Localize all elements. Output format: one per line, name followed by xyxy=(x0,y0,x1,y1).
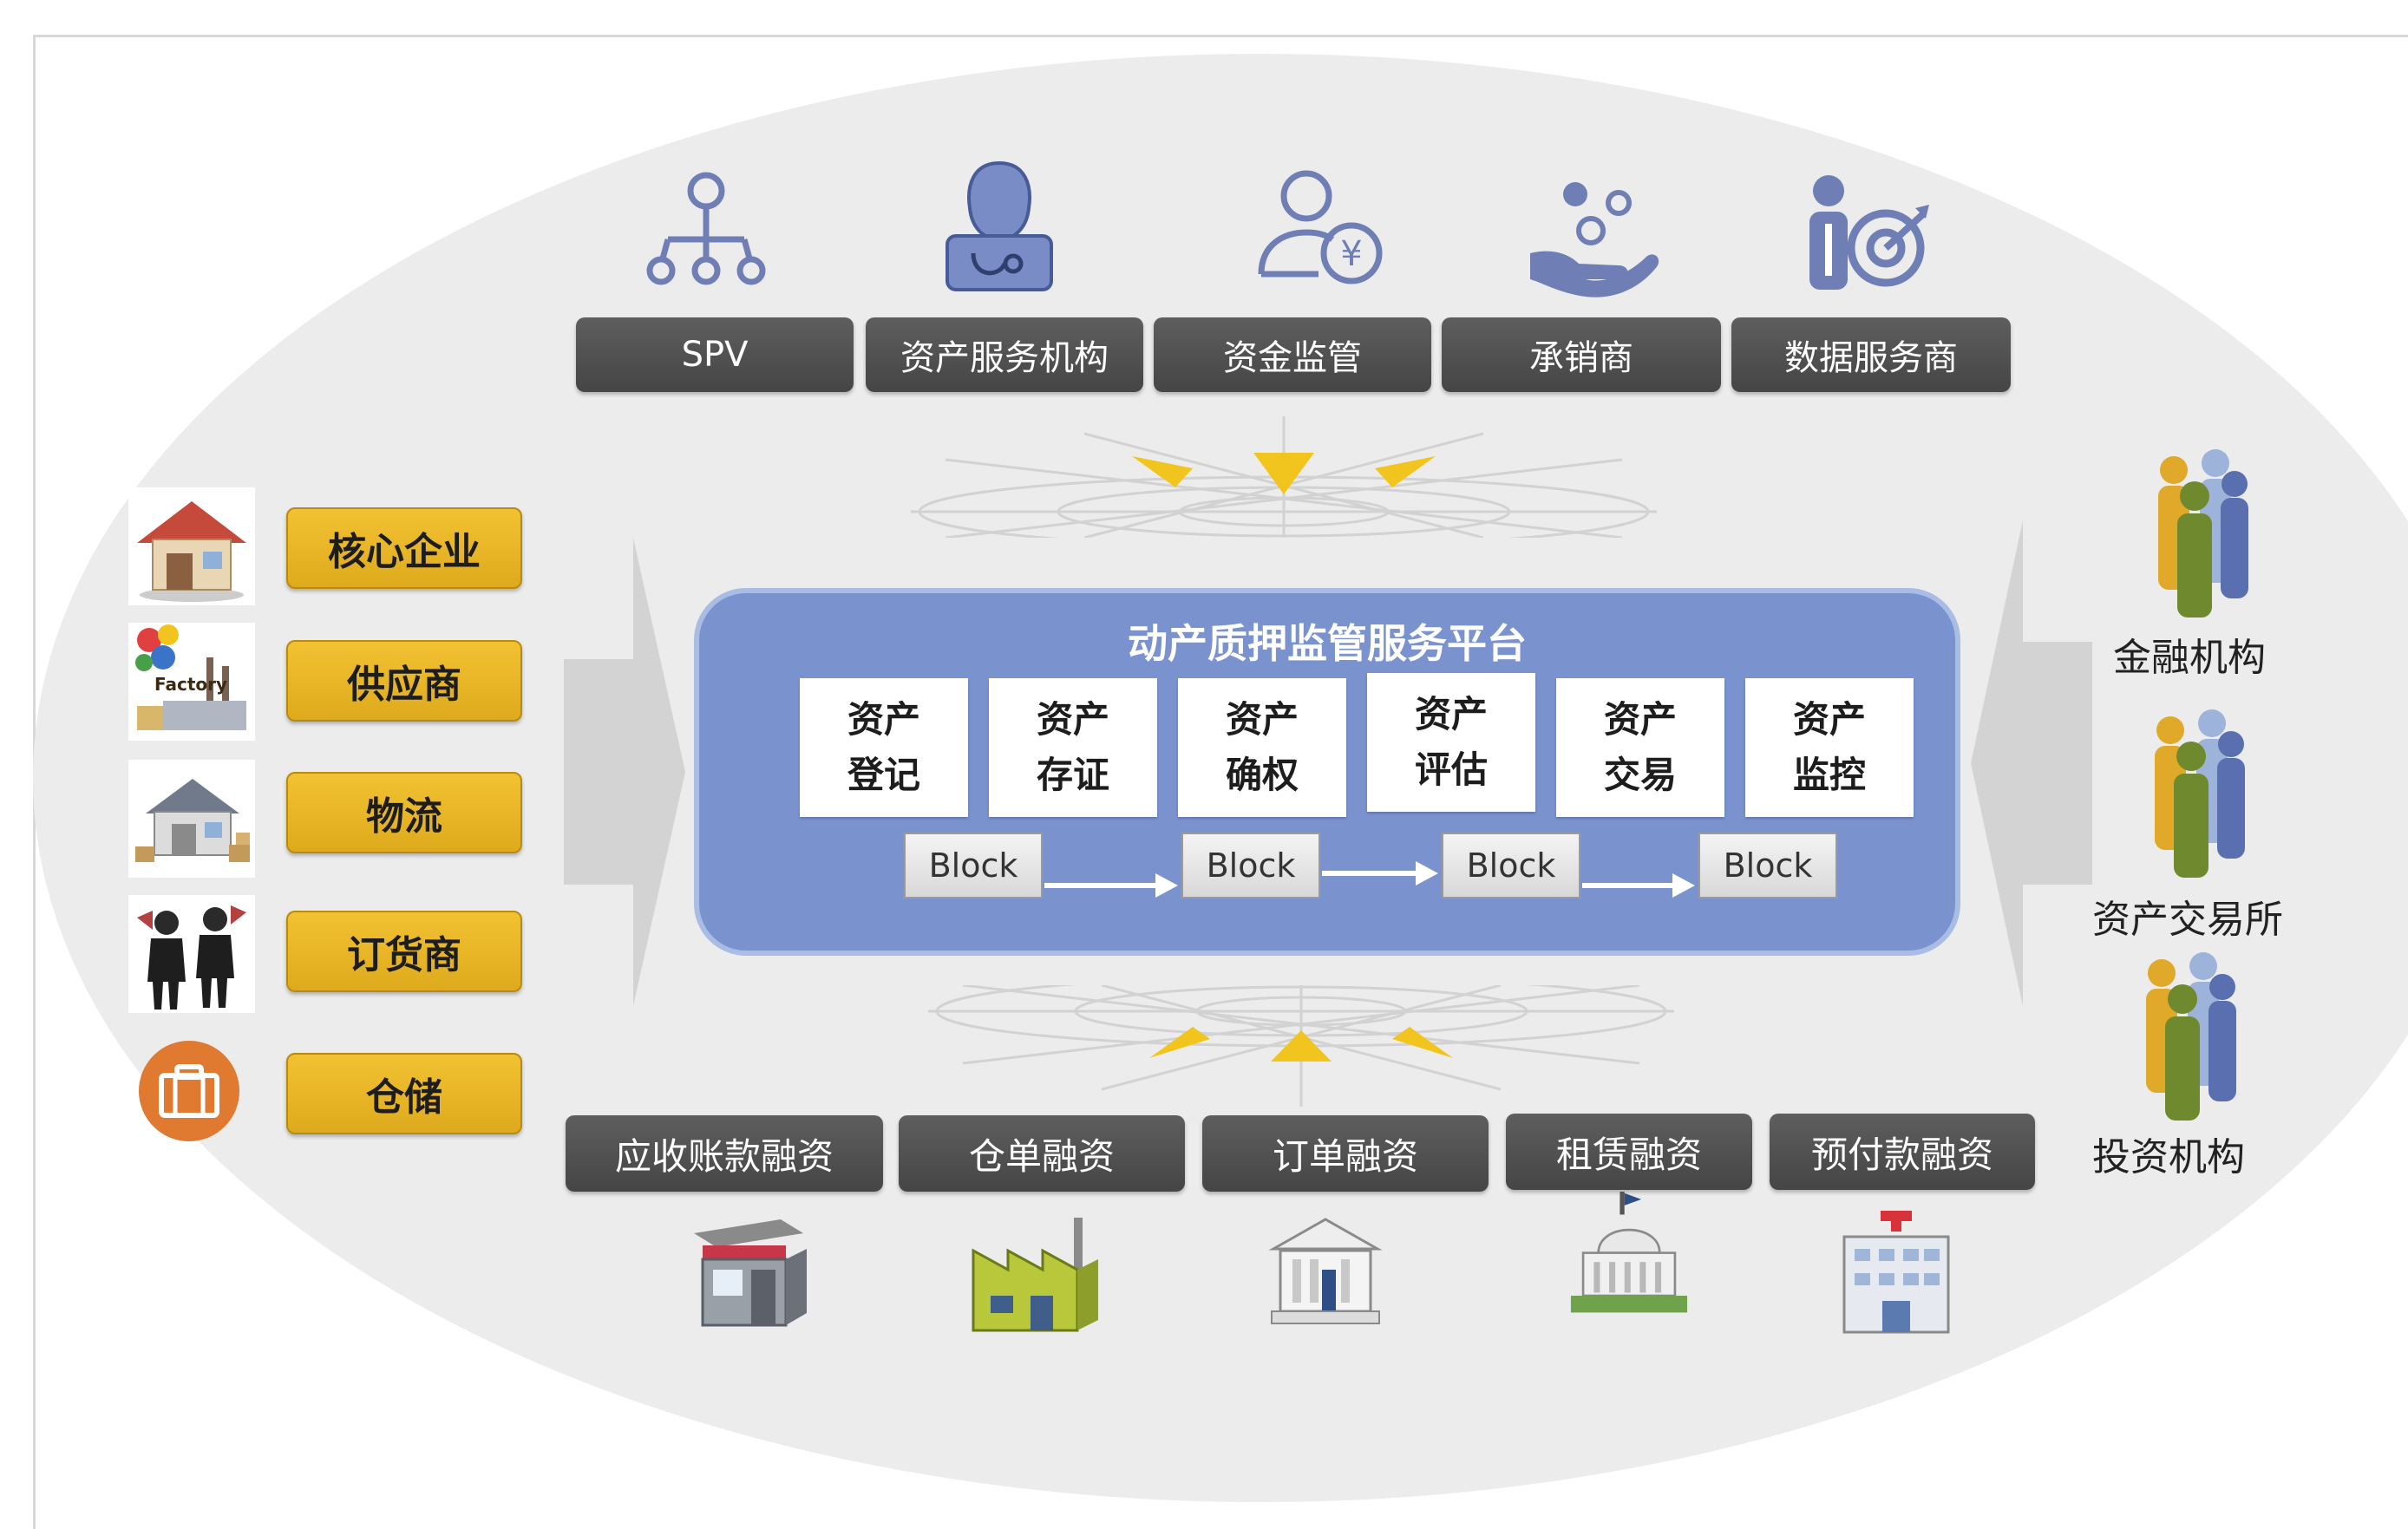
people-group-icon xyxy=(2146,952,2236,1121)
house-icon xyxy=(128,487,255,605)
asset-step-line1: 资产 xyxy=(1225,698,1299,741)
top-radar-icon xyxy=(911,416,1657,538)
person-target-icon xyxy=(1809,175,1929,290)
block-2[interactable]: Block xyxy=(1181,833,1320,898)
bank-icon xyxy=(1268,1218,1383,1324)
hospital-icon xyxy=(1842,1211,1950,1334)
asset-step-line1: 资产 xyxy=(1036,698,1109,741)
svg-text:¥: ¥ xyxy=(1340,234,1362,274)
svg-text:Factory: Factory xyxy=(154,674,227,695)
asset-step-certification[interactable]: 资产存证 xyxy=(989,678,1157,817)
top-button-fund-supervision[interactable]: 资金监管 xyxy=(1154,317,1431,392)
right-big-arrow-icon xyxy=(1971,520,2092,1006)
left-button-orderer[interactable]: 订货商 xyxy=(286,911,522,992)
asset-step-registration[interactable]: 资产登记 xyxy=(800,678,968,817)
left-button-core-enterprise[interactable]: 核心企业 xyxy=(286,507,522,589)
asset-step-line2: 登记 xyxy=(847,754,920,796)
right-label-financial-institution[interactable]: 金融机构 xyxy=(2113,636,2266,680)
block-3[interactable]: Block xyxy=(1442,833,1580,898)
left-big-arrow-icon xyxy=(564,538,685,1006)
asset-step-line2: 交易 xyxy=(1603,754,1677,796)
left-button-supplier[interactable]: 供应商 xyxy=(286,640,522,722)
businessmen-icon xyxy=(128,895,255,1013)
briefcase-icon xyxy=(139,1041,239,1141)
platform-panel: 动产质押监管服务平台 资产登记 资产存证 资产确权 资产评估 资产交易 资产监控… xyxy=(694,588,1960,956)
left-button-warehousing[interactable]: 仓储 xyxy=(286,1053,522,1134)
person-yuan-icon: ¥ xyxy=(1258,170,1383,284)
block-4[interactable]: Block xyxy=(1698,833,1837,898)
asset-step-trading[interactable]: 资产交易 xyxy=(1556,678,1724,817)
top-button-spv[interactable]: SPV xyxy=(576,317,854,392)
asset-step-line2: 存证 xyxy=(1036,754,1109,796)
warehouse-icon xyxy=(128,760,255,878)
asset-step-evaluation[interactable]: 资产评估 xyxy=(1367,673,1535,812)
hand-coins-icon xyxy=(1530,182,1659,297)
asset-step-monitoring[interactable]: 资产监控 xyxy=(1745,678,1914,817)
bottom-button-receivables-financing[interactable]: 应收账款融资 xyxy=(566,1115,883,1192)
asset-step-line2: 评估 xyxy=(1414,748,1488,791)
block-1[interactable]: Block xyxy=(904,833,1043,898)
block-arrow-head-icon xyxy=(1672,873,1695,898)
org-tree-icon xyxy=(646,172,766,285)
capitol-icon xyxy=(1570,1192,1688,1313)
bottom-button-prepayment-financing[interactable]: 预付款融资 xyxy=(1770,1114,2035,1190)
service-person-icon xyxy=(946,160,1053,291)
asset-step-line2: 监控 xyxy=(1792,754,1866,796)
asset-step-line1: 资产 xyxy=(1414,693,1488,735)
left-button-logistics[interactable]: 物流 xyxy=(286,772,522,853)
people-group-icon xyxy=(2158,449,2248,617)
top-button-asset-service[interactable]: 资产服务机构 xyxy=(866,317,1143,392)
factory-icon: Factory xyxy=(128,623,255,741)
asset-step-rights-confirmation[interactable]: 资产确权 xyxy=(1178,678,1346,817)
block-arrow-line xyxy=(1044,883,1157,888)
block-arrow-head-icon xyxy=(1155,873,1178,898)
bottom-radar-icon xyxy=(928,985,1674,1107)
right-label-investment-institution[interactable]: 投资机构 xyxy=(2092,1135,2245,1179)
people-group-icon xyxy=(2155,709,2245,878)
platform-title: 动产质押监管服务平台 xyxy=(1128,620,1527,667)
asset-step-line1: 资产 xyxy=(1603,698,1677,741)
factory-building-icon xyxy=(972,1218,1098,1332)
block-arrow-line xyxy=(1322,871,1417,876)
shop-icon xyxy=(694,1219,807,1327)
bottom-button-order-financing[interactable]: 订单融资 xyxy=(1202,1115,1489,1192)
bottom-button-lease-financing[interactable]: 租赁融资 xyxy=(1506,1114,1752,1190)
bottom-button-warehouse-receipt-financing[interactable]: 仓单融资 xyxy=(899,1115,1185,1192)
asset-step-line1: 资产 xyxy=(1792,698,1866,741)
asset-step-line1: 资产 xyxy=(847,698,920,741)
right-label-asset-exchange[interactable]: 资产交易所 xyxy=(2092,898,2283,942)
top-button-data-provider[interactable]: 数据服务商 xyxy=(1731,317,2011,392)
top-button-underwriter[interactable]: 承销商 xyxy=(1442,317,1721,392)
block-arrow-head-icon xyxy=(1416,861,1438,885)
asset-step-line2: 确权 xyxy=(1225,754,1299,796)
block-arrow-line xyxy=(1582,883,1674,888)
